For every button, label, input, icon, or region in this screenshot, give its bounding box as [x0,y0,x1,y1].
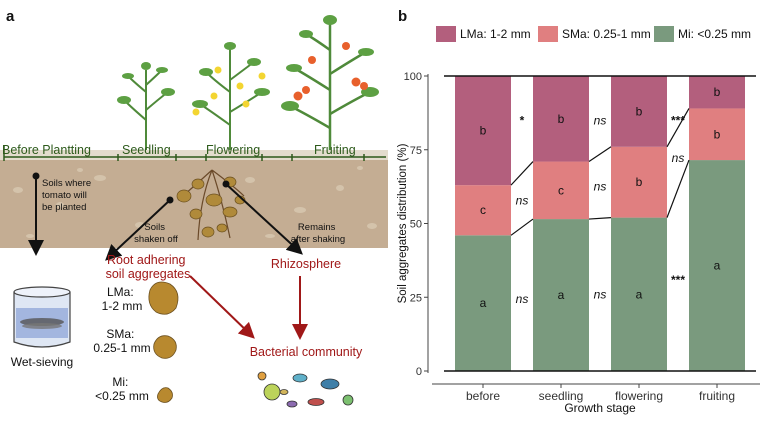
y-tick-label-75: 75 [410,145,422,157]
bar-letter-sma-0-25-1-mm-seedling: c [558,183,564,197]
sig-label-1-0: ns [594,288,607,302]
sig-label-0-2: * [520,113,525,127]
root-adhering-label: Root adhering soil aggregates [106,253,191,281]
soils-planted-label: Soils where tomato will be planted [42,178,94,213]
wet-sieving-beaker-icon [13,286,71,348]
connector-0-1 [510,218,534,236]
mi-size-label: Mi: <0.25 mm [95,375,149,403]
plant-flowers-icon [192,66,266,116]
x-tick-label-seedling: seedling [539,389,584,403]
x-tick-label-flowering: flowering [615,389,663,403]
axes: 0 25 50 75 100 before seedling flowering fruitin… [404,71,760,403]
chart-legend: LMa: 1-2 mm SMa: 0.25-1 mm Mi: <0.25 mm [436,26,751,42]
bar-sma-0-25-1-mm-fruiting [689,108,745,161]
bar-mi-0-25-mm-seedling [533,219,589,371]
wet-sieving-label: Wet-sieving [11,355,73,369]
bar-letter-lma-1-2-mm-before: b [480,124,487,138]
sig-label-2-0: *** [671,273,685,287]
legend-swatch-lma-1-2-mm [436,26,456,42]
bar-letter-lma-1-2-mm-fruiting: b [714,85,721,99]
sma-size-label: SMa: 0.25-1 mm [93,327,150,355]
bar-lma-1-2-mm-seedling [533,76,589,162]
y-tick-label-50: 50 [410,219,422,231]
bar-letter-sma-0-25-1-mm-before: c [480,203,486,217]
plant-flowering-leaves [192,42,270,108]
bar-letter-mi-0-25-mm-flowering: a [636,287,643,301]
x-tick-label-fruiting: fruiting [699,389,735,403]
bacteria-cluster-icon [257,371,354,408]
soil-pebbles [13,166,377,238]
bar-letter-lma-1-2-mm-seedling: b [558,112,565,126]
stage-ticks [3,146,365,161]
bar-lma-1-2-mm-before [455,76,511,186]
bar-letter-mi-0-25-mm-before: a [480,296,487,310]
bar-labels: a a a a c c b b b b b b [480,85,721,310]
rhizosphere-label: Rhizosphere [271,257,341,271]
tomato-fruits-icon [293,42,368,101]
remains-label: Remains after shaking [291,222,345,245]
legend-label-sma-0-25-1-mm: SMa: 0.25-1 mm [562,27,651,41]
bar-sma-0-25-1-mm-flowering [611,146,667,218]
x-axis-label: Growth stage [564,401,636,415]
schematic-diagram: Before Plantting Seedling Flowering Frui… [0,15,388,408]
x-tick-label-before: before [466,389,500,403]
plant-seedling-icon [123,69,169,150]
bar-lma-1-2-mm-flowering [611,76,667,147]
bar-mi-0-25-mm-fruiting [689,160,745,371]
stage-label-before: Before Plantting [2,143,91,157]
mi-aggregate-icon [157,387,173,403]
connector-2-2 [666,108,690,148]
sig-label-2-1: ns [672,151,685,165]
plant-seedling-leaves [117,62,175,104]
bar-mi-0-25-mm-flowering [611,217,667,371]
bacterial-community-label: Bacterial community [250,345,363,359]
stage-label-seedling: Seedling [122,143,171,157]
bar-lma-1-2-mm-fruiting [689,76,745,109]
bar-mi-0-25-mm-before [455,235,511,371]
legend-swatch-mi-0-25-mm [654,26,674,42]
sig-label-1-1: ns [594,179,607,193]
sig-label-0-1: ns [516,193,529,207]
soil-surface [0,150,388,160]
sig-label-0-0: ns [516,292,529,306]
aggregates-to-bacteria-arrow [189,275,255,339]
y-tick-label-100: 100 [404,71,422,83]
connector-1-2 [588,146,612,163]
connector-2-1 [666,159,690,218]
y-tick-label-0: 0 [416,366,422,378]
legend-label-lma-1-2-mm: LMa: 1-2 mm [460,27,531,41]
significance-labels: ns ns * ns ns ns *** ns *** [516,113,686,306]
bar-sma-0-25-1-mm-seedling [533,161,589,220]
legend-swatch-sma-0-25-1-mm [538,26,558,42]
bars [455,76,745,371]
lma-size-label: LMa: 1-2 mm [102,285,143,313]
y-axis-label: Soil aggregates distribution (%) [397,143,409,303]
rhizosphere-arrow [225,183,303,255]
panel-a-letter: a [6,8,15,25]
y-tick-label-25: 25 [410,292,422,304]
panel-b-letter: b [398,8,408,25]
bar-letter-mi-0-25-mm-fruiting: a [714,259,721,273]
sma-aggregate-icon [153,335,177,359]
stage-label-fruiting: Fruiting [314,143,356,157]
legend-label-mi-0-25-mm: Mi: <0.25 mm [678,27,751,41]
bar-letter-mi-0-25-mm-seedling: a [558,288,565,302]
bar-letter-lma-1-2-mm-flowering: b [636,104,643,118]
shaken-soil-arrow [105,199,171,261]
stage-label-flowering: Flowering [206,143,260,157]
soil-bed [0,160,388,248]
connector-1-1 [588,217,612,220]
bar-sma-0-25-1-mm-before [455,185,511,236]
bar-letter-sma-0-25-1-mm-fruiting: b [714,127,721,141]
bar-connectors [510,108,690,236]
connector-0-2 [510,161,534,186]
sig-label-2-2: *** [671,113,685,127]
lma-aggregate-icon [148,281,179,315]
sig-label-1-2: ns [594,113,607,127]
bar-letter-sma-0-25-1-mm-flowering: b [636,175,643,189]
soils-shaken-label: Soils shaken off [134,222,178,245]
